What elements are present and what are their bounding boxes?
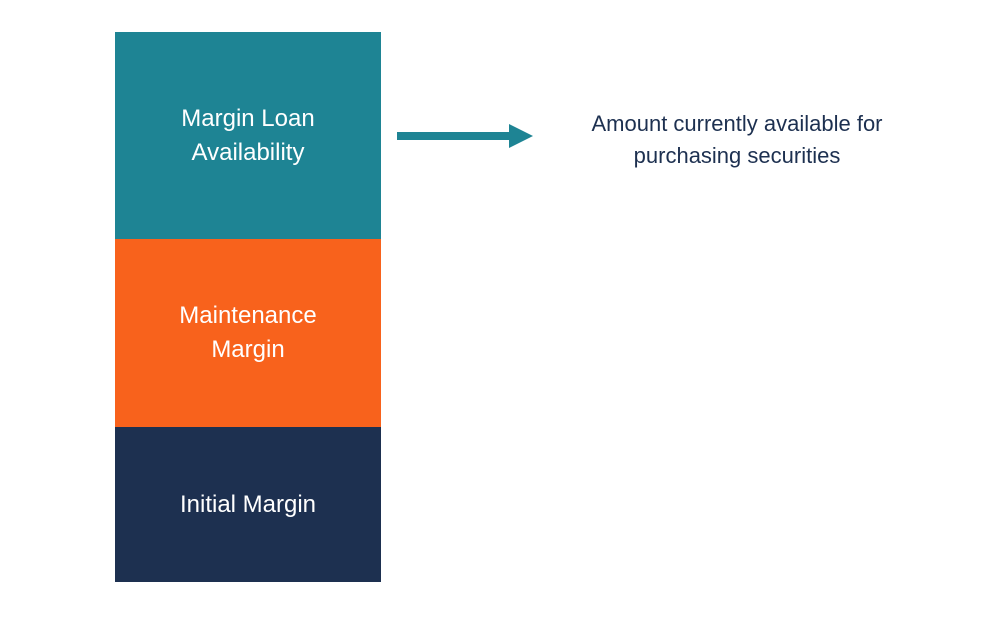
margin-stack: Margin Loan Availability Maintenance Mar… bbox=[115, 32, 381, 582]
margin-loan-availability-label: Margin Loan Availability bbox=[181, 104, 315, 166]
arrow-shaft bbox=[397, 132, 511, 140]
maintenance-margin-label: Maintenance Margin bbox=[179, 302, 317, 363]
initial-margin-label: Initial Margin bbox=[179, 490, 317, 518]
arrow-head bbox=[509, 124, 533, 148]
arrow-right-icon bbox=[397, 124, 533, 148]
annotation-text: Amount currently available for purchasin… bbox=[591, 111, 883, 168]
maintenance-margin-block: Maintenance Margin bbox=[115, 239, 381, 427]
initial-margin-block: Initial Margin bbox=[115, 427, 381, 582]
margin-loan-availability-block: Margin Loan Availability bbox=[115, 32, 381, 239]
